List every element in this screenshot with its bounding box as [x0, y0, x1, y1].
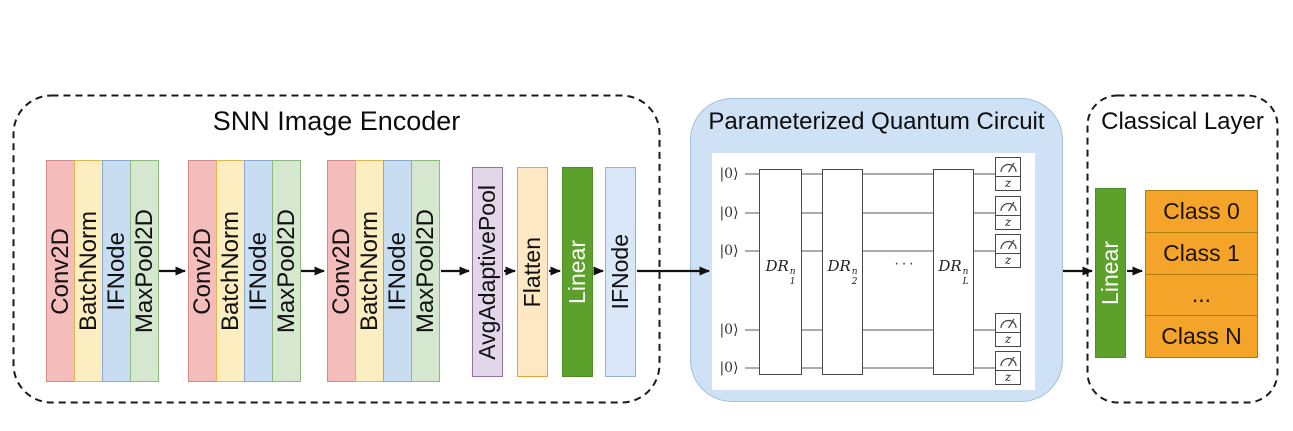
measurement-box: z [995, 157, 1021, 191]
layer-bar-batchnorm: BatchNorm [355, 160, 384, 382]
layer-bar-conv2d: Conv2D [327, 160, 356, 382]
layer-bar-linear: Linear [1095, 188, 1126, 358]
class-row: Class 1 [1146, 233, 1257, 275]
meter-icon [1000, 162, 1017, 173]
layer-bar-linear: Linear [562, 167, 593, 377]
meter-icon [1000, 356, 1017, 367]
layer-bar-batchnorm: BatchNorm [216, 160, 245, 382]
measure-basis-label: z [996, 332, 1020, 346]
class-row: ... [1146, 275, 1257, 317]
layer-bar-conv2d: Conv2D [46, 160, 75, 382]
meter-icon [1000, 201, 1017, 212]
measurement-box: z [995, 196, 1021, 230]
layer-bar-maxpool2d: MaxPool2D [411, 160, 440, 382]
measure-basis-label: z [996, 370, 1020, 384]
meter-icon [1000, 318, 1017, 329]
quantum-title: Parameterized Quantum Circuit [708, 108, 1045, 135]
class-output-box: Class 0 Class 1 ... Class N [1145, 190, 1258, 358]
layer-bar-batchnorm: BatchNorm [74, 160, 103, 382]
ellipsis: ··· [894, 255, 916, 272]
measure-basis-label: z [996, 215, 1020, 229]
layer-bar-conv2d: Conv2D [188, 160, 217, 382]
measurement-box: z [995, 234, 1021, 268]
measure-basis-label: z [996, 176, 1020, 190]
qubit-ket-label: |0⟩ [719, 243, 739, 259]
qubit-ket-label: |0⟩ [719, 322, 739, 338]
layer-bar-avgadaptivepool: AvgAdaptivePool [472, 167, 503, 377]
layer-bar-ifnode: IFNode [605, 167, 636, 377]
meter-icon [1000, 239, 1017, 250]
measure-basis-label: z [996, 253, 1020, 267]
qubit-ket-label: |0⟩ [719, 166, 739, 182]
measurement-box: z [995, 313, 1021, 347]
layer-bar-maxpool2d: MaxPool2D [272, 160, 301, 382]
layer-bar-ifnode: IFNode [383, 160, 412, 382]
layer-bar-maxpool2d: MaxPool2D [130, 160, 159, 382]
measurement-box: z [995, 351, 1021, 385]
classical-title: Classical Layer [1101, 108, 1264, 135]
class-row: Class N [1161, 323, 1242, 350]
layer-bar-ifnode: IFNode [102, 160, 131, 382]
qubit-ket-label: |0⟩ [719, 360, 739, 376]
class-row: Class 0 [1146, 191, 1257, 233]
layer-bar-ifnode: IFNode [244, 160, 273, 382]
layer-bar-flatten: Flatten [517, 167, 548, 377]
qubit-ket-label: |0⟩ [719, 205, 739, 221]
encoder-title: SNN Image Encoder [212, 106, 461, 136]
